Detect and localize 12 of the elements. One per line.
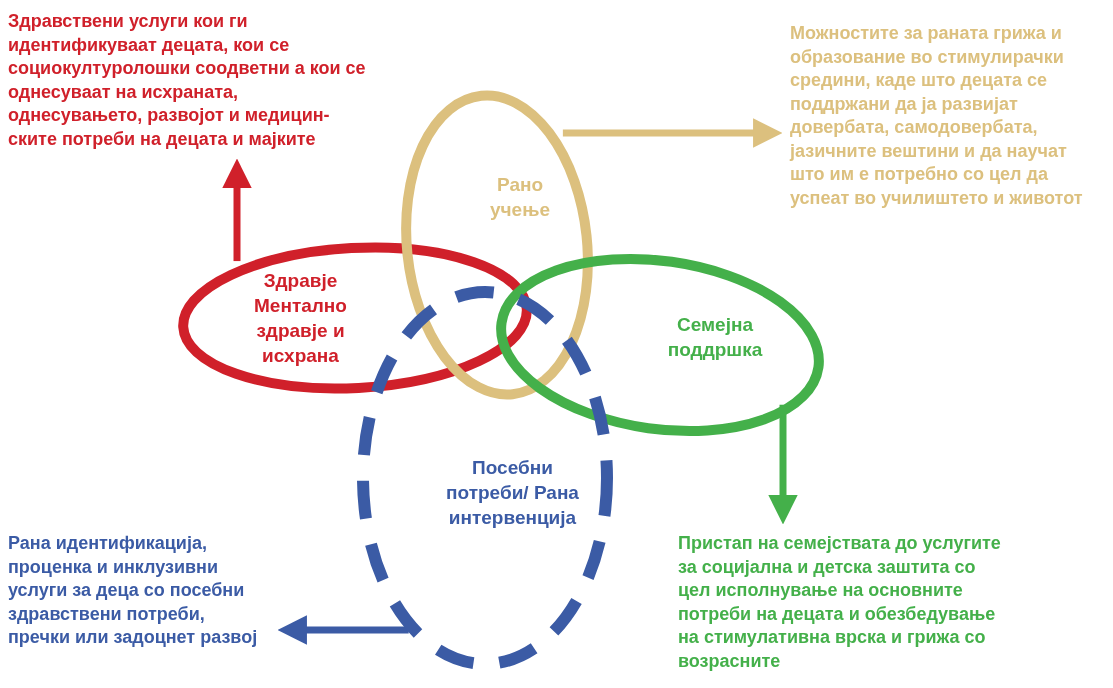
- circle-label: Семејна поддршка: [666, 313, 764, 362]
- description-text: Можностите за раната грижа и образование во стимулирачки средини, каде што децата се поддржани да ја развијат довербата, самодовербата, јазичните вештини и да научат што им е потребно со цел да успеат во училиштето и животот: [790, 22, 1084, 210]
- circle-label: Посебни потреби/ Рана интервенција: [445, 456, 580, 530]
- circle-label: Рано учење: [489, 173, 551, 222]
- arrow: [768, 404, 798, 525]
- description-text: Пристап на семејствата до услугите за социјална и детска заштита со цел исполнување на основните потреби на децата и обезбедување на стимулативна врска и грижа со возрасните: [678, 532, 1002, 673]
- description-text: Здравствени услуги кои ги идентификуваат децата, кои се социокултуролошки соодветни а кои се однесуваат на исхраната, однесувањето, развојот и медицин-ските потреби на децата и мајките: [8, 10, 367, 151]
- arrow: [562, 118, 783, 148]
- arrow: [277, 615, 409, 645]
- description-text: Рана идентификација, проценка и инклузивни услуги за деца со посебни здравствени потреби, пречки или задоцнет развој: [8, 532, 259, 649]
- arrow: [222, 158, 252, 262]
- circle-label: Здравје Ментално здравје и исхрана: [253, 269, 348, 368]
